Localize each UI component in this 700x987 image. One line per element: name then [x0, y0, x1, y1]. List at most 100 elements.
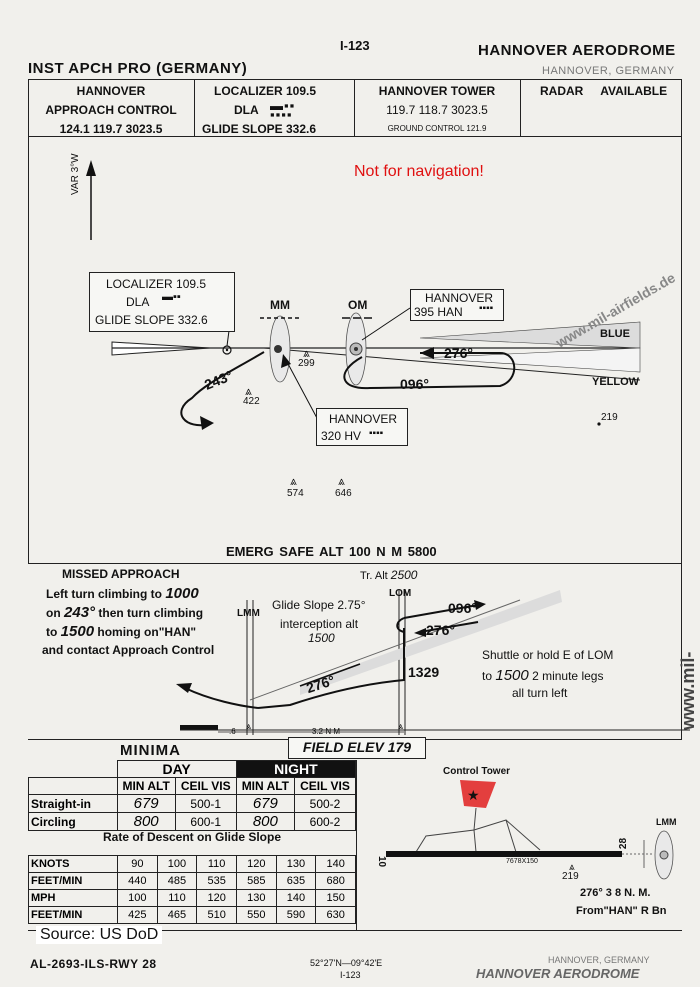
plan-course-096: 096° [400, 376, 429, 392]
cell: 100 [156, 855, 198, 873]
morse-dla-icon: ▬▪▪▪▪▪▪ [270, 98, 296, 122]
localizer-box-gs: GLIDE SLOPE 332.6 [95, 313, 208, 327]
col-night-ceil-vis: CEIL VIS [293, 777, 357, 795]
col-night-min-alt: MIN ALT [235, 777, 295, 795]
header-rule-bottom [28, 136, 682, 137]
missed-approach-arrowhead-icon [176, 683, 192, 693]
localizer-box-freq: LOCALIZER 109.5 [106, 277, 207, 291]
row-label: MPH [28, 889, 118, 907]
cell: 90 [117, 855, 158, 873]
missed-approach-line3: to 1500 homing on"HAN" [46, 623, 196, 640]
cell: 600-2 [293, 812, 357, 831]
chart-identifier: AL-2693-ILS-RWY 28 [30, 957, 157, 971]
footer-aerodrome: HANNOVER AERODROME [476, 966, 640, 981]
han-box-freq: 395 HAN [414, 305, 463, 319]
cell: 679 [116, 794, 176, 813]
transition-altitude: Tr. Alt 2500 [360, 568, 417, 582]
header-rule [28, 79, 682, 80]
missed-alt-1: 1000 [165, 585, 199, 602]
hv-box-name: HANNOVER [329, 412, 398, 426]
field-elevation-box: FIELD ELEV 179 [288, 737, 426, 759]
cell: 680 [315, 872, 356, 890]
middle-marker-icon [269, 315, 291, 383]
cell: 635 [275, 872, 317, 890]
aerodrome-name: HANNOVER AERODROME [478, 42, 676, 59]
gs-interception-label: interception alt [280, 617, 359, 631]
tower-name: HANNOVER TOWER [378, 84, 496, 98]
control-tower-label: Control Tower [443, 766, 511, 777]
svg-text:⩓: ⩓ [338, 474, 345, 488]
han-beacon-box: HANNOVER 395 HAN ▪▪▪▪ [410, 289, 504, 321]
mm-label: MM [270, 298, 290, 312]
om-label: OM [348, 298, 368, 312]
obstacle-299-icon: ⩓ [303, 346, 310, 360]
page-number: I-123 [340, 38, 370, 53]
row-label: FEET/MIN [28, 906, 118, 924]
aerodrome-sketch: ★ ⩓ [386, 780, 674, 880]
sketch-lmm-label: LMM [656, 817, 677, 827]
cell: 425 [117, 906, 158, 924]
cell: 120 [235, 855, 277, 873]
outer-marker-icon [345, 312, 367, 386]
tr-alt-label: Tr. Alt [360, 570, 388, 582]
cell: 130 [275, 855, 317, 873]
control-tower-area [460, 780, 496, 808]
gs-interception-alt: 1500 [308, 631, 335, 645]
tr-alt-value: 2500 [390, 568, 418, 582]
cell: 110 [156, 889, 198, 907]
col-day-ceil-vis: CEIL VIS [174, 777, 237, 795]
cell: 550 [235, 906, 277, 924]
morse-han-icon: ▪▪▪▪ [479, 303, 494, 314]
ils-cell: LOCALIZER 109.5 DLA ▬▪▪▪▪▪▪ GLIDE SLOPE … [194, 80, 355, 136]
runway-profile-bar [180, 725, 218, 730]
obstacle-299-elev: 299 [298, 358, 315, 369]
missed-line3-text: homing on"HAN" [97, 625, 197, 639]
hold-to: to [482, 669, 493, 683]
minima-table: DAY NIGHT MIN ALT CEIL VIS MIN ALT CEIL … [28, 760, 357, 831]
localizer-site-icon [222, 345, 232, 355]
missed-line1-text: Left turn climbing to [46, 587, 162, 601]
cell: 590 [275, 906, 317, 924]
svg-text:⩓: ⩓ [290, 474, 297, 488]
approach-label: APPROACH CONTROL [45, 103, 177, 117]
cell: 465 [156, 906, 198, 924]
obstacle-219-icon [597, 422, 601, 426]
radar-available: RADAR AVAILABLE [540, 84, 668, 98]
profile-view: ⩓ ⩓ [176, 590, 690, 735]
magnetic-variation: VAR 3°W [70, 153, 81, 195]
obstacle-574-elev: 574 [287, 488, 304, 499]
table-row: Straight-in 679 500-1 679 500-2 [28, 794, 357, 813]
row-label: KNOTS [28, 855, 118, 873]
missed-alt-2: 1500 [60, 623, 95, 640]
north-arrow-icon [86, 160, 96, 240]
cell: 630 [315, 906, 356, 924]
missed-approach-line2: on 243° then turn climbing [46, 604, 203, 621]
approach-profile-track [184, 628, 405, 709]
control-tower-icon: ★ [467, 787, 480, 803]
svg-text:⩓: ⩓ [569, 862, 575, 873]
lmm-beacon-icon [654, 830, 674, 880]
tower-freqs: 119.7 118.7 3023.5 [386, 103, 488, 117]
cell: 800 [235, 812, 295, 831]
emergency-safe-altitude: EMERG SAFE ALT 100 N M 5800 [226, 544, 437, 559]
hold-line3: all turn left [512, 686, 568, 700]
footer-location: HANNOVER, GERMANY [548, 955, 650, 965]
glide-slope-freq: GLIDE SLOPE 332.6 [202, 122, 317, 136]
ground-control: GROUND CONTROL 121.9 [387, 124, 487, 133]
missed-line3-to: to [46, 625, 58, 639]
morse-hv-icon: ▪▪▪▪ [369, 428, 384, 439]
hold-line1: Shuttle or hold E of LOM [482, 648, 614, 662]
missed-approach-track [180, 351, 265, 430]
aerodrome-coordinates: 52°27'N—09°42'E [310, 958, 383, 968]
svg-text:⩓: ⩓ [246, 721, 251, 731]
blue-sector-label: BLUE [600, 328, 630, 340]
cell: 485 [156, 872, 198, 890]
aerodrome-location: HANNOVER, GERMANY [542, 65, 675, 77]
not-for-navigation-notice: Not for navigation! [354, 163, 484, 180]
localizer-freq: LOCALIZER 109.5 [214, 84, 317, 98]
obstacle-422-icon: ⩓ [245, 384, 252, 398]
yellow-sector-label: YELLOW [592, 376, 640, 388]
procedure-turn-track [396, 604, 479, 633]
